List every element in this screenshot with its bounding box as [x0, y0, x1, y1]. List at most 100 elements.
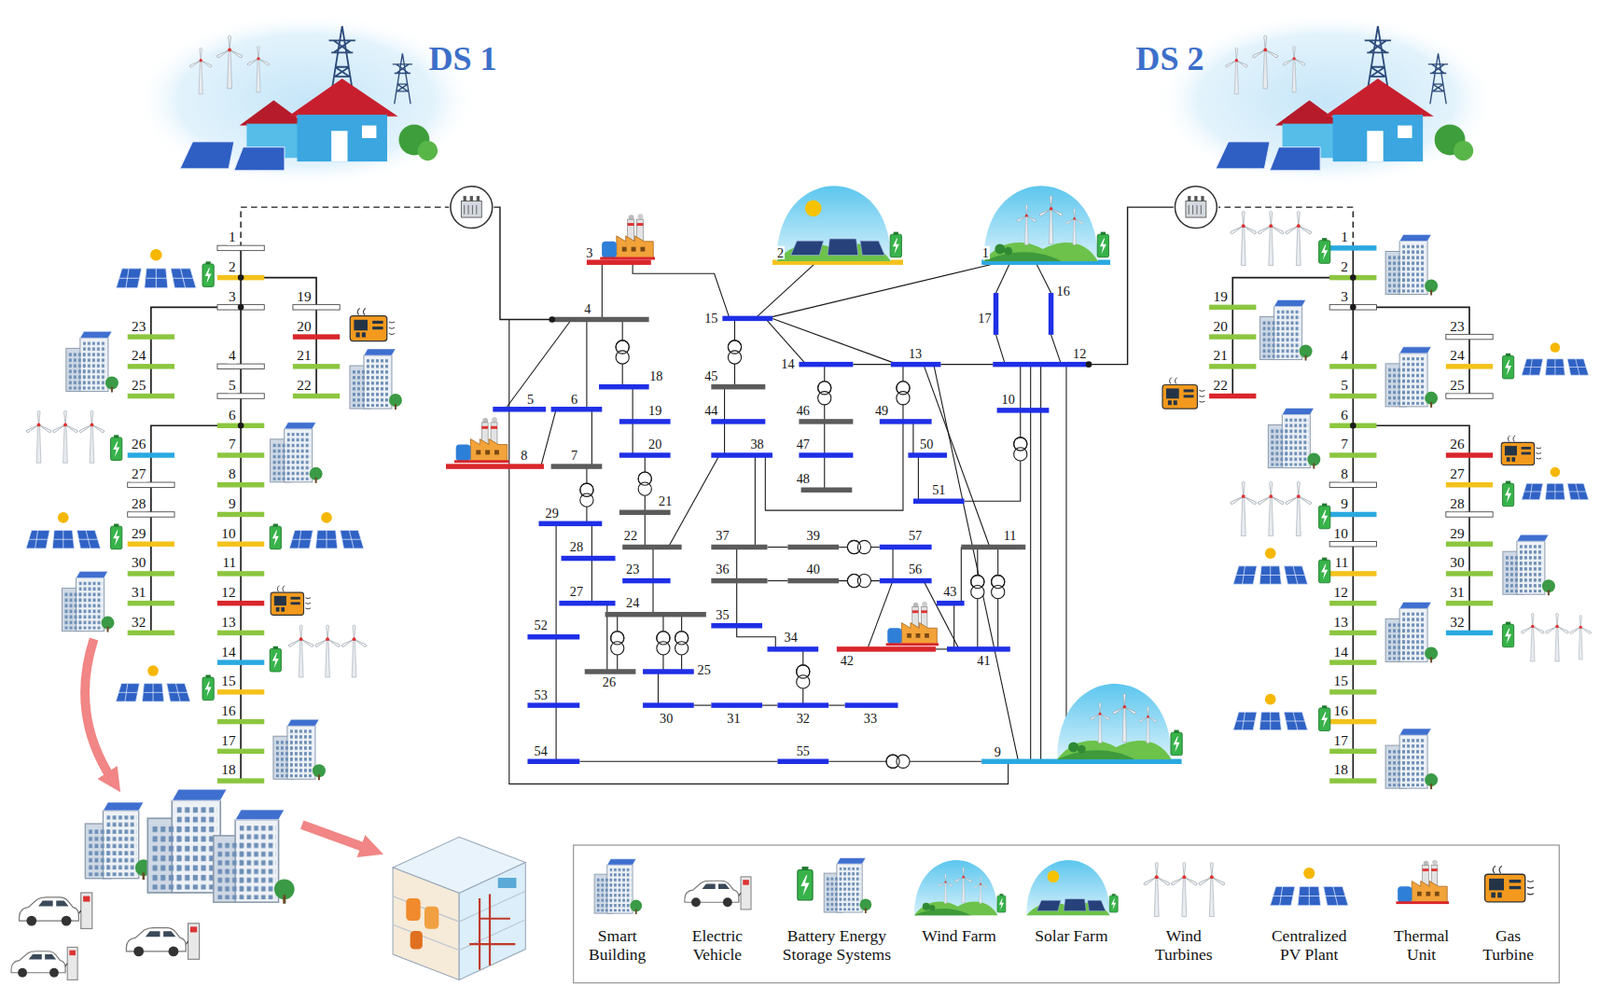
building-detail [84, 802, 152, 880]
bus-number: 42 [839, 653, 855, 668]
bus-number: 4 [1339, 348, 1350, 363]
power-line [1088, 207, 1174, 365]
bus-number: 1 [981, 245, 990, 259]
bus-number: 6 [1339, 408, 1350, 423]
ds1-icons [269, 646, 281, 672]
transformer-symbol [727, 350, 741, 364]
bus-bar [1446, 333, 1493, 339]
bus-bar [127, 512, 175, 517]
bus-number: 46 [795, 403, 811, 418]
system-title: DS 2 [1135, 42, 1204, 77]
junction-dot [237, 304, 245, 311]
bus-number: 30 [1448, 556, 1466, 571]
bus-bar [217, 659, 265, 665]
power-line [823, 455, 825, 490]
bus-bar [292, 333, 340, 339]
bus-number: 12 [1071, 346, 1087, 360]
ds2-icons [1233, 547, 1308, 585]
power-line [644, 512, 646, 547]
bus-bar [836, 646, 936, 652]
power-line [828, 705, 846, 707]
ds1-icons [273, 719, 326, 780]
ds1-icons [202, 674, 214, 700]
bus-number: 19 [647, 403, 663, 418]
bus-bar [890, 361, 942, 367]
bus-bar [127, 630, 175, 636]
bus-number: 25 [695, 663, 711, 677]
distribution-cloud [134, 12, 478, 188]
bus-bar [642, 702, 695, 708]
bus-number: 29 [544, 505, 560, 519]
bus-bar [127, 363, 175, 369]
bus-number: 24 [130, 348, 148, 363]
bus-number: 14 [779, 356, 795, 370]
ds2-icons [1319, 705, 1331, 731]
bus-number: 56 [907, 561, 923, 575]
building-detail [459, 862, 526, 981]
ds1-icons [111, 524, 123, 550]
building-detail [11, 639, 526, 980]
bus-number: 52 [532, 618, 548, 632]
bus-bar [993, 292, 999, 335]
legend-text: Centralized PV Plant [1264, 927, 1354, 965]
transformer-symbol [886, 754, 900, 768]
network-wires [127, 207, 1493, 784]
bus-number: 18 [1332, 763, 1350, 778]
bus-number: 21 [657, 493, 673, 507]
bus-number: 35 [714, 608, 730, 622]
power-line [601, 262, 603, 320]
bus-bar [558, 600, 615, 606]
ds2-icons [1385, 347, 1438, 408]
bus-bar [217, 363, 265, 369]
bus-bar [217, 275, 265, 280]
ds1-icons [111, 434, 123, 460]
bus-bar [946, 646, 1011, 652]
legend-text: Wind Turbines [1143, 927, 1224, 965]
ds2-icons [1319, 237, 1331, 264]
ds2-icons [1162, 210, 1592, 790]
bus-bar [710, 544, 767, 550]
building-detail [125, 923, 199, 960]
power-line [151, 306, 241, 396]
bus-bar [1209, 305, 1256, 310]
legend-text: Electric Vehicle [681, 927, 755, 965]
bus-number: 28 [1448, 497, 1466, 512]
bus-number: 20 [1211, 319, 1229, 334]
bus-bar [619, 418, 671, 424]
transformer-symbol [580, 340, 1028, 768]
bus-bar [217, 689, 265, 695]
junction-dot [237, 422, 245, 430]
bus-bar [527, 759, 580, 765]
bus-number: 23 [1448, 319, 1466, 334]
legend-box [594, 859, 642, 915]
distribution-cloud [134, 12, 1498, 188]
bus-bar [777, 759, 829, 765]
bus-number: 11 [221, 556, 237, 571]
bus-number: 27 [569, 584, 585, 598]
bus-bar [992, 361, 1089, 367]
bus-bar [292, 363, 340, 369]
bus-number: 9 [227, 497, 237, 512]
bus-bar [767, 646, 820, 652]
transformer-symbol [656, 641, 670, 655]
ds1-icons [202, 261, 214, 287]
ds2-icons [1521, 342, 1589, 376]
bus-bar [787, 578, 839, 584]
legend-text: Solar Farm [1020, 927, 1123, 947]
bus-bar [1329, 570, 1377, 576]
power-line [940, 363, 993, 365]
bus-bar [552, 317, 650, 322]
bus-bar [1329, 689, 1377, 695]
bus-number: 8 [1339, 467, 1350, 482]
ds2-icons [1502, 353, 1514, 379]
junction-dot [1349, 274, 1357, 281]
bus-bar [1446, 570, 1493, 576]
transformer-symbol [991, 575, 1005, 589]
bus-bar [1329, 719, 1377, 724]
bus-bar [1329, 600, 1377, 606]
bus-bar [1329, 512, 1377, 517]
ds2-icons [1257, 210, 1285, 265]
transformer-symbol [847, 540, 861, 554]
transformer-symbol [896, 381, 910, 395]
bus-bar [1446, 363, 1493, 369]
